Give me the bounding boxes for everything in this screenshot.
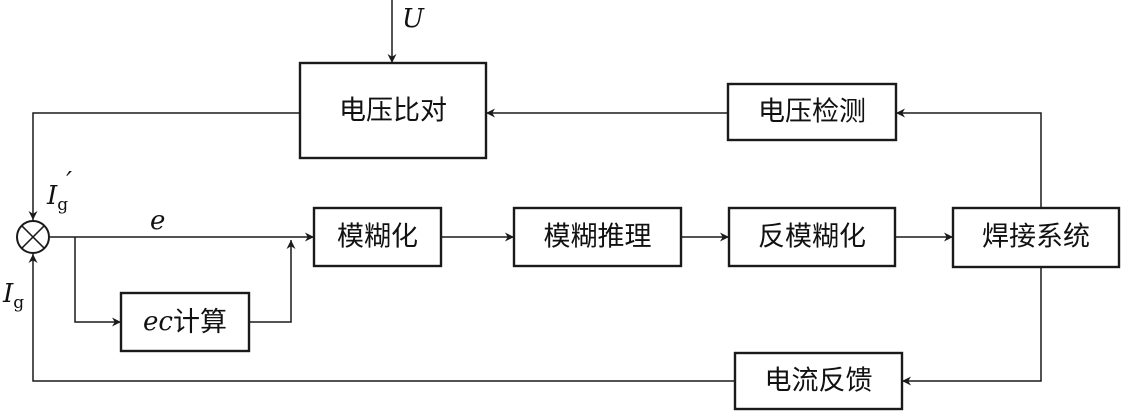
block-welding-system: 焊接系统 xyxy=(951,206,1121,269)
u-signal-label: U xyxy=(402,4,425,34)
welding-to-detect-arrow xyxy=(896,108,1042,208)
welding-system-label: 焊接系统 xyxy=(982,222,1090,253)
block-fuzzy-inference: 模糊推理 xyxy=(512,206,683,268)
ig-label: Ig xyxy=(2,279,24,313)
block-ec-calc: ec计算 xyxy=(119,291,251,353)
voltage-detect-label: 电压检测 xyxy=(758,97,866,128)
ig-prime-label: Ig′ xyxy=(46,167,72,215)
ec-var: ec xyxy=(143,307,173,337)
summing-junction xyxy=(16,220,50,254)
voltage-compare-label: 电压比对 xyxy=(339,96,447,127)
feedback-to-sum-arrow xyxy=(28,254,735,382)
ec-calc-text: 计算 xyxy=(173,307,227,338)
fuzzy-inference-label: 模糊推理 xyxy=(544,222,652,253)
ec-calc-label: ec计算 xyxy=(143,307,227,338)
block-voltage-detect: 电压检测 xyxy=(726,82,898,142)
connections xyxy=(28,0,1042,386)
current-feedback-label: 电流反馈 xyxy=(765,366,873,397)
fuzzify-label: 模糊化 xyxy=(337,222,418,253)
block-voltage-compare: 电压比对 xyxy=(298,61,488,160)
block-current-feedback: 电流反馈 xyxy=(733,351,904,411)
error-signal-label: e xyxy=(150,206,165,236)
block-defuzzify: 反模糊化 xyxy=(727,206,897,268)
ec-to-fuzzify-arrow xyxy=(249,240,296,323)
block-fuzzify: 模糊化 xyxy=(312,206,443,268)
defuzzify-label: 反模糊化 xyxy=(758,222,866,253)
error-to-ec-arrow xyxy=(74,237,121,327)
welding-to-feedback-arrow xyxy=(902,267,1042,386)
compare-to-sum-arrow xyxy=(28,112,300,220)
